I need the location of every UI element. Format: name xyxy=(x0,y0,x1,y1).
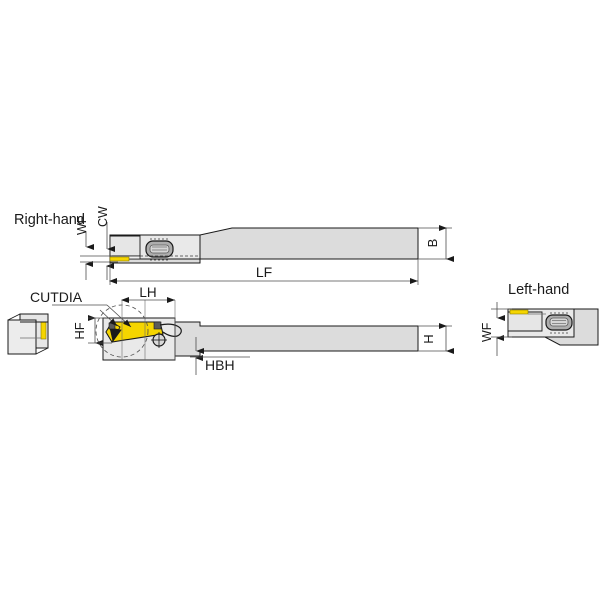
right-hand-title: Right-hand xyxy=(14,212,85,228)
end-view-edge-br xyxy=(35,347,49,355)
lh-head-pocket xyxy=(507,311,543,332)
cutdia-leader-diag xyxy=(106,304,132,328)
rh-cw-dimension: CW xyxy=(96,206,115,280)
lh-label: LH xyxy=(139,285,156,300)
left-hand-title: Left-hand xyxy=(508,282,569,298)
hf-label: HF xyxy=(72,322,87,339)
end-view-edge-tl xyxy=(7,313,21,321)
end-view-insert xyxy=(40,321,47,340)
fv-seat-mark-left xyxy=(108,322,116,330)
lf-label: LF xyxy=(256,264,272,280)
rh-b-dimension: B xyxy=(418,225,454,262)
h-label: H xyxy=(421,334,436,343)
h-dimension: H xyxy=(418,323,454,354)
fv-insert-cutting-edge-arrow xyxy=(109,327,122,342)
right-hand-top-view: Right-hand WF CW LF xyxy=(14,206,454,285)
end-view-front-face xyxy=(7,319,37,355)
b-label: B xyxy=(425,239,440,248)
fv-seat-mark-right xyxy=(153,321,162,330)
lh-dimension: LH xyxy=(121,285,175,303)
hbh-label: HBH xyxy=(205,357,235,373)
lh-clamp-inner xyxy=(549,317,569,327)
rh-clamp-assembly xyxy=(145,238,174,261)
rh-wf-dimension: WF xyxy=(75,215,118,280)
rh-clamp-inner xyxy=(149,244,170,254)
hf-dimension: HF xyxy=(72,315,112,346)
cutdia-leader-diag2 xyxy=(99,309,118,327)
left-hand-view: Left-hand xyxy=(480,282,599,356)
fv-clamp-finger xyxy=(159,323,182,337)
rh-end-view xyxy=(7,313,49,355)
lh-wf-dimension: WF xyxy=(480,302,512,356)
lh-wf-label: WF xyxy=(480,322,494,342)
lh-clamp-assembly xyxy=(545,312,573,334)
hbh-dimension: HBH xyxy=(190,337,250,375)
cutdia-label: CUTDIA xyxy=(30,289,83,305)
fv-screw xyxy=(151,332,167,348)
cw-label: CW xyxy=(96,206,110,227)
lh-insert-tip xyxy=(509,309,529,315)
cutdia-leader: CUTDIA xyxy=(30,289,132,328)
rh-head-pocket xyxy=(109,235,141,257)
wf-top-label: WF xyxy=(75,215,89,235)
rh-lf-dimension: LF xyxy=(109,259,419,285)
right-hand-front-view: CUTDIA LH HF HBH xyxy=(30,285,454,375)
rh-insert-tip xyxy=(109,256,130,262)
